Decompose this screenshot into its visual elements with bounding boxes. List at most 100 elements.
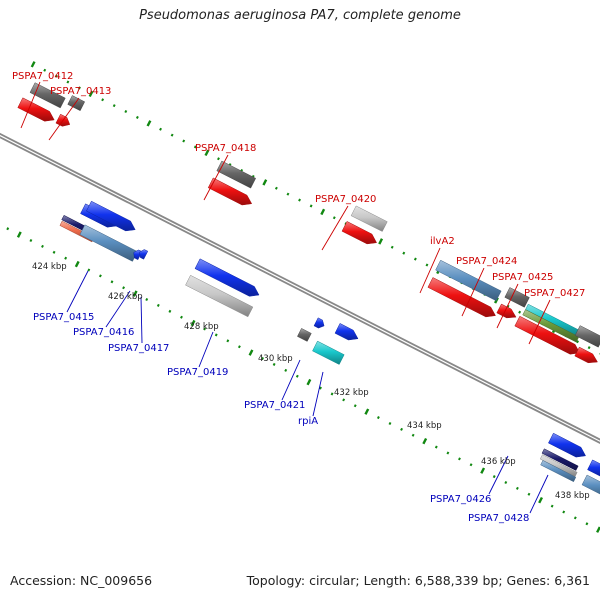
label-PSPA7-0416-leader bbox=[105, 290, 131, 328]
gene-strip-0426a[interactable] bbox=[541, 448, 579, 471]
genome-backbone bbox=[0, 132, 600, 444]
major-tick bbox=[146, 120, 152, 127]
minor-tick bbox=[182, 139, 186, 143]
label-PSPA7-0417-leader bbox=[140, 296, 143, 344]
minor-tick bbox=[226, 339, 230, 343]
minor-tick bbox=[319, 386, 322, 390]
gene-box-0419[interactable] bbox=[185, 274, 254, 318]
label-PSPA7-0427-leader bbox=[528, 299, 551, 345]
minor-tick bbox=[214, 333, 218, 337]
gene-box-0420[interactable] bbox=[350, 205, 388, 232]
gene-box-0412[interactable] bbox=[29, 82, 66, 109]
gene-small-0421[interactable] bbox=[313, 317, 325, 329]
label-PSPA7-0428-leader bbox=[529, 474, 549, 514]
gene-labels: PSPA7_0412PSPA7_0413PSPA7_0418PSPA7_0420… bbox=[12, 71, 585, 524]
minor-tick bbox=[411, 433, 415, 437]
kbp-label: 430 kbp bbox=[258, 354, 293, 364]
minor-tick bbox=[217, 157, 220, 161]
gene-box-0421[interactable] bbox=[297, 328, 312, 342]
minor-tick bbox=[43, 68, 47, 72]
gene-strip-0426c[interactable] bbox=[540, 460, 577, 483]
label-PSPA7-0425-leader bbox=[496, 283, 519, 329]
minor-tick bbox=[66, 80, 70, 84]
accession-text: Accession: NC_009656 bbox=[10, 573, 153, 588]
minor-tick bbox=[101, 98, 105, 102]
label-PSPA7-0419: PSPA7_0419 bbox=[167, 367, 228, 378]
gene-box-0413[interactable] bbox=[67, 95, 86, 112]
gene-arrow-0412[interactable] bbox=[17, 97, 55, 122]
minor-tick bbox=[295, 374, 299, 378]
label-PSPA7-0425: PSPA7_0425 bbox=[492, 272, 553, 283]
minor-tick bbox=[402, 251, 406, 255]
minor-tick bbox=[112, 104, 116, 108]
label-ilvA2-leader bbox=[419, 247, 441, 294]
minor-tick bbox=[52, 250, 56, 254]
gene-box-0425b[interactable] bbox=[522, 309, 580, 343]
minor-tick bbox=[587, 346, 591, 350]
label-PSPA7-0416: PSPA7_0416 bbox=[73, 327, 134, 338]
minor-tick bbox=[332, 216, 336, 220]
minor-tick bbox=[492, 475, 496, 479]
major-tick bbox=[204, 149, 210, 157]
gene-box-0424[interactable] bbox=[504, 287, 530, 308]
minor-tick bbox=[78, 86, 81, 90]
gene-arrow-0425[interactable] bbox=[514, 315, 581, 355]
minor-tick bbox=[54, 74, 58, 78]
minor-tick bbox=[518, 310, 522, 314]
label-PSPA7-0415-leader bbox=[66, 270, 89, 313]
minor-tick bbox=[585, 522, 589, 526]
gene-arrow-0420[interactable] bbox=[341, 221, 377, 245]
backbone-line bbox=[0, 136, 600, 444]
minor-tick bbox=[122, 286, 126, 290]
minor-tick bbox=[272, 362, 276, 366]
map-title: Pseudomonas aeruginosa PA7, complete gen… bbox=[139, 8, 461, 23]
gene-arrow-0428[interactable] bbox=[587, 459, 600, 477]
minor-tick bbox=[203, 327, 207, 331]
minor-tick bbox=[193, 145, 197, 149]
major-tick bbox=[538, 496, 543, 504]
kbp-label: 432 kbp bbox=[334, 388, 369, 398]
gene-arrow-0419[interactable] bbox=[194, 258, 260, 297]
gene-arrow-ilvA2[interactable] bbox=[427, 277, 496, 318]
minor-tick bbox=[425, 263, 429, 267]
label-ilvA2: ilvA2 bbox=[430, 236, 455, 247]
minor-tick bbox=[41, 244, 44, 248]
minor-tick bbox=[434, 445, 438, 449]
minor-tick bbox=[330, 392, 334, 396]
gene-arrow-0424[interactable] bbox=[496, 303, 517, 319]
major-tick bbox=[30, 61, 36, 68]
label-PSPA7-0427: PSPA7_0427 bbox=[524, 288, 585, 299]
gene-box-0427[interactable] bbox=[574, 325, 600, 348]
kbp-label: 424 kbp bbox=[32, 262, 67, 272]
gene-arrow-0418[interactable] bbox=[207, 177, 253, 206]
gene-arrow-rpiA[interactable] bbox=[334, 323, 359, 341]
major-tick bbox=[306, 378, 312, 386]
minor-tick bbox=[469, 463, 473, 467]
gene-box-ilvA2[interactable] bbox=[435, 259, 502, 302]
gene-arrow-0427[interactable] bbox=[574, 346, 598, 364]
minor-tick bbox=[504, 480, 508, 485]
gene-box-0428[interactable] bbox=[581, 474, 600, 498]
minor-tick bbox=[550, 504, 554, 508]
major-tick bbox=[190, 319, 196, 327]
backbone-line bbox=[0, 132, 600, 441]
gene-box-rpiA[interactable] bbox=[312, 340, 345, 365]
gene-arrow-0415b[interactable] bbox=[86, 200, 136, 232]
label-PSPA7-0420-leader bbox=[321, 205, 349, 251]
major-tick bbox=[364, 408, 370, 415]
kbp-label: 436 kbp bbox=[481, 457, 516, 467]
gene-box-0416[interactable] bbox=[79, 224, 138, 262]
minor-tick bbox=[64, 256, 68, 260]
gene-arrow-0426[interactable] bbox=[548, 432, 586, 458]
major-tick bbox=[16, 231, 22, 238]
minor-tick bbox=[98, 274, 102, 278]
gene-box-0418[interactable] bbox=[216, 160, 257, 189]
minor-tick bbox=[573, 516, 577, 520]
minor-tick bbox=[298, 198, 301, 202]
gene-small-0417b[interactable] bbox=[139, 249, 149, 260]
minor-tick bbox=[159, 127, 162, 131]
minor-tick bbox=[170, 133, 174, 137]
label-PSPA7-0415: PSPA7_0415 bbox=[33, 312, 94, 323]
